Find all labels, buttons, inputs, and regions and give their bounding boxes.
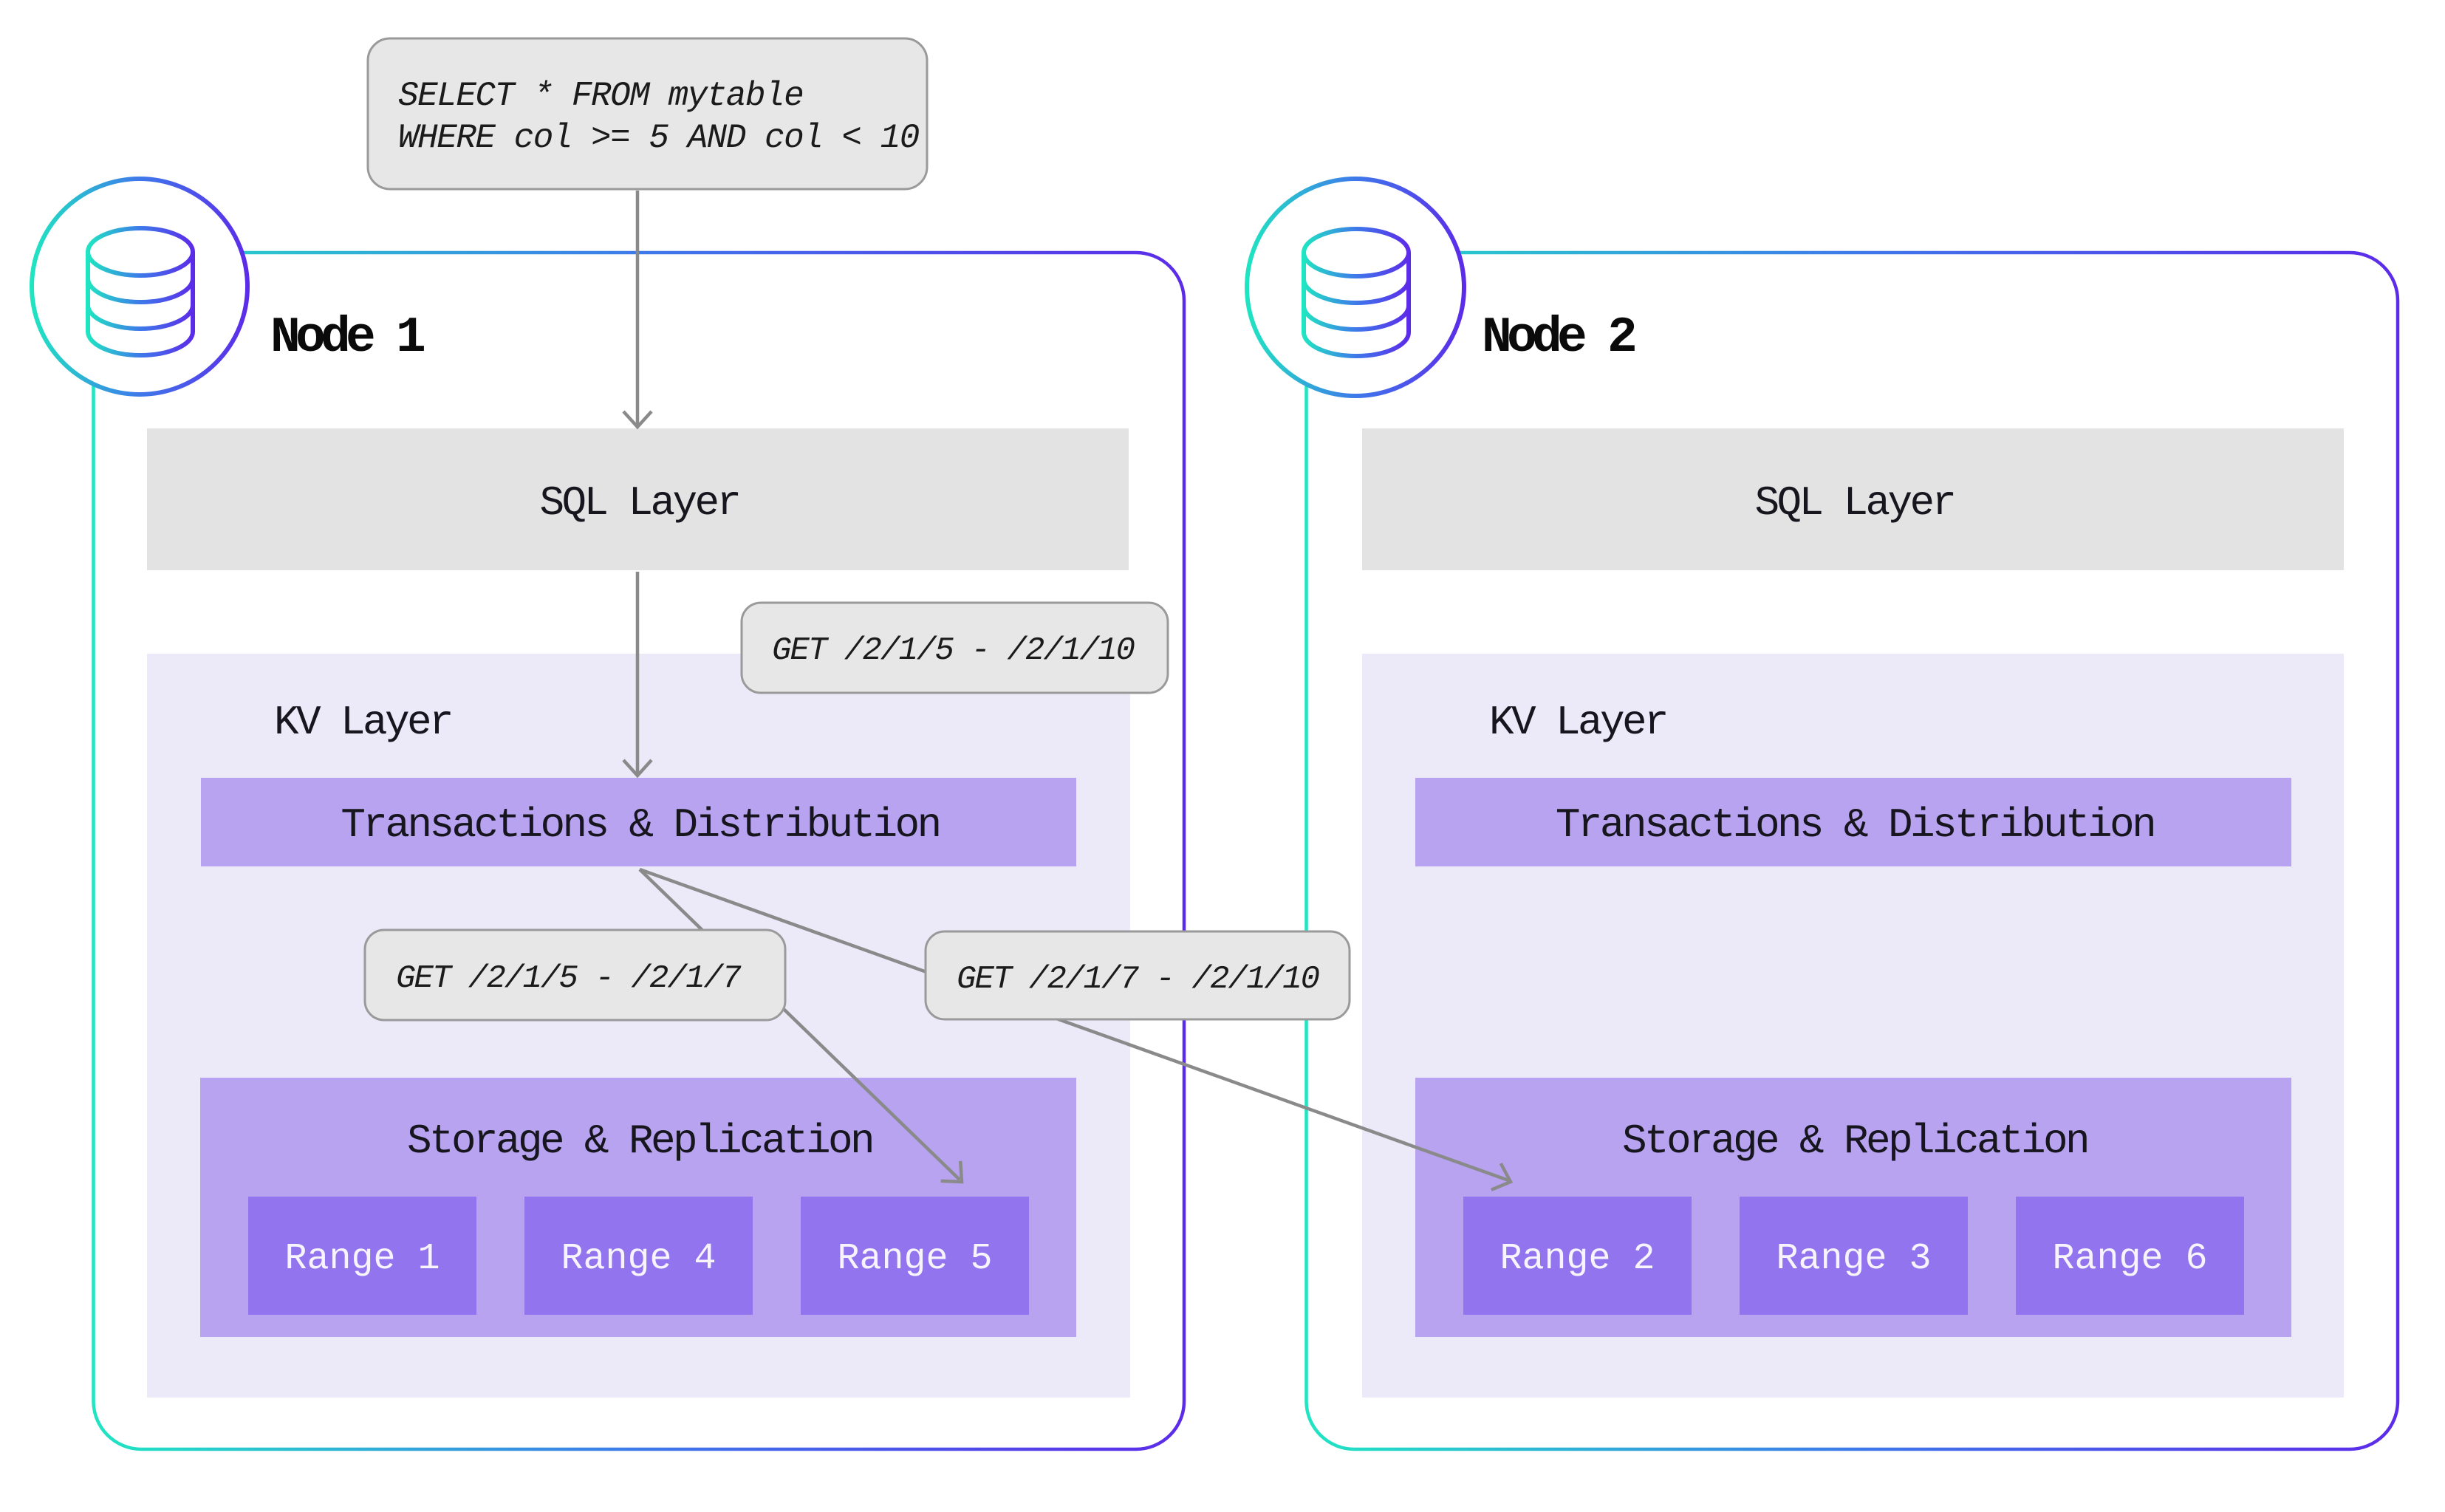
- svg-text:Range 5: Range 5: [837, 1238, 992, 1280]
- svg-text:SQL Layer: SQL Layer: [1754, 479, 1954, 527]
- svg-text:Range 3: Range 3: [1776, 1238, 1931, 1280]
- svg-text:Storage & Replication: Storage & Replication: [407, 1118, 872, 1165]
- svg-text:SELECT * FROM mytable: SELECT * FROM mytable: [398, 77, 803, 115]
- svg-text:WHERE col >= 5 AND col < 10: WHERE col >= 5 AND col < 10: [398, 119, 920, 157]
- svg-text:KV Layer: KV Layer: [1489, 699, 1666, 746]
- svg-text:Range 2: Range 2: [1500, 1238, 1655, 1280]
- svg-text:Range 1: Range 1: [284, 1238, 440, 1280]
- svg-text:Range 4: Range 4: [561, 1238, 716, 1280]
- svg-text:Range 6: Range 6: [2052, 1238, 2207, 1280]
- svg-text:GET /2/1/5 - /2/1/7: GET /2/1/5 - /2/1/7: [396, 960, 742, 997]
- svg-text:GET /2/1/5 - /2/1/10: GET /2/1/5 - /2/1/10: [772, 632, 1135, 669]
- svg-text:Node 1: Node 1: [270, 309, 424, 366]
- svg-text:Transactions & Distribution: Transactions & Distribution: [1556, 801, 2154, 849]
- svg-text:GET /2/1/7 - /2/1/10: GET /2/1/7 - /2/1/10: [957, 961, 1319, 998]
- svg-text:KV Layer: KV Layer: [274, 699, 451, 746]
- svg-text:Transactions & Distribution: Transactions & Distribution: [341, 801, 939, 849]
- svg-text:Storage & Replication: Storage & Replication: [1622, 1118, 2087, 1165]
- svg-text:SQL Layer: SQL Layer: [539, 479, 739, 527]
- svg-text:Node 2: Node 2: [1482, 309, 1635, 366]
